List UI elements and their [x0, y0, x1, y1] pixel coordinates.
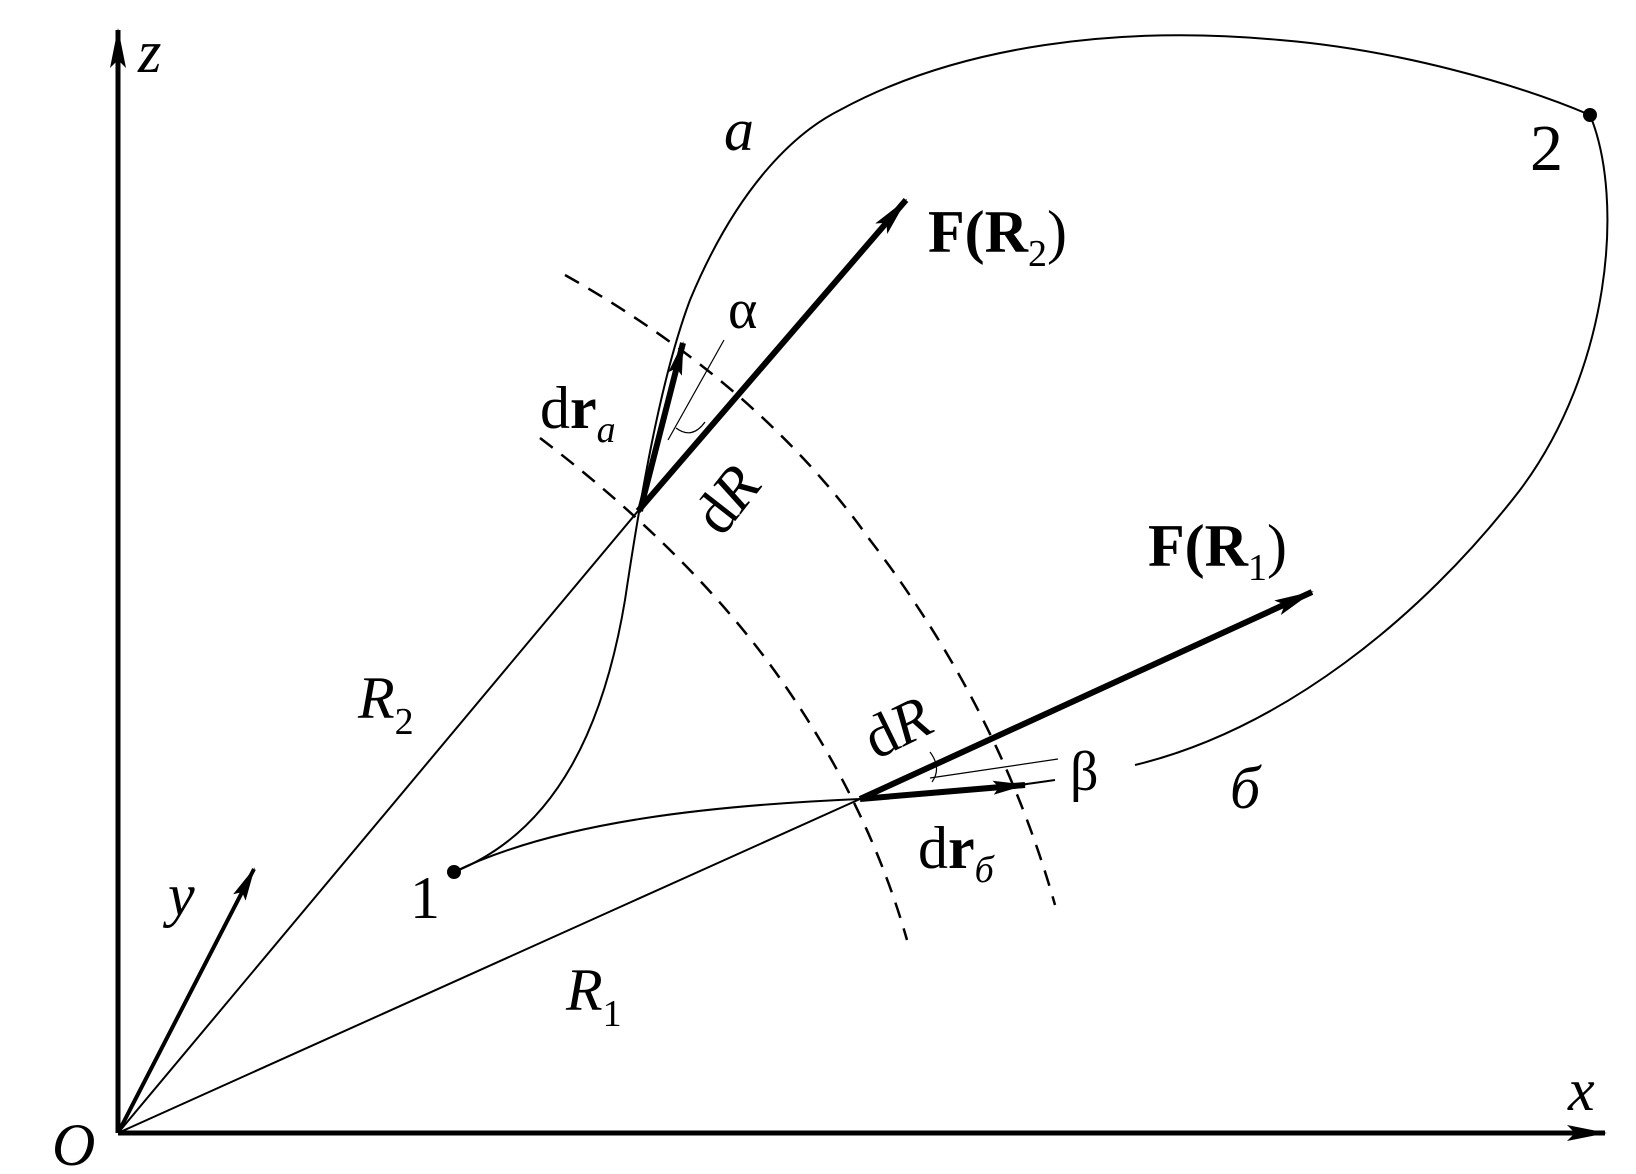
origin-label: O: [52, 1112, 95, 1174]
radius-r2-label: R2: [357, 665, 414, 743]
y-axis-label: y: [162, 862, 195, 928]
z-axis-label: z: [137, 19, 161, 85]
dR-lower-label: dR: [853, 683, 942, 772]
alpha-angle-arc: [675, 421, 706, 434]
radius-r1-label: R1: [565, 957, 622, 1035]
force-vector-f1: [858, 589, 1314, 802]
beta-label: β: [1070, 741, 1099, 803]
path-b: [1134, 114, 1609, 766]
dr-b-vector: [859, 780, 1027, 802]
dashed-arc-outer: [564, 273, 1057, 906]
force-vector-f2: [635, 198, 909, 513]
point-2-label: 2: [1530, 112, 1563, 185]
radius-vector-r2: [117, 510, 639, 1134]
y-axis: [116, 867, 256, 1134]
path-a-label: a: [724, 97, 754, 163]
point-1-dot: [447, 865, 461, 879]
beta-angle-arc: [929, 751, 938, 783]
alpha-helper-line: [667, 339, 725, 441]
alpha-label: α: [728, 279, 757, 341]
dashed-arc-inner: [539, 437, 909, 941]
x-axis-label: x: [1567, 1057, 1595, 1123]
radius-vector-r1: [117, 798, 861, 1134]
dr-b-label: drб: [918, 815, 996, 891]
dR-upper-label: dR: [680, 453, 773, 546]
path-b-label: б: [1230, 755, 1262, 821]
path-a: [453, 34, 1591, 873]
dr-a-vector: [637, 341, 686, 512]
force-f2-label: F(R2): [928, 199, 1067, 275]
beta-helper-line: [929, 758, 1059, 779]
dr-a-label: dra: [540, 375, 616, 451]
force-f1-label: F(R1): [1148, 513, 1287, 589]
point-1-label: 1: [410, 865, 440, 931]
point-2-dot: [1583, 108, 1597, 122]
